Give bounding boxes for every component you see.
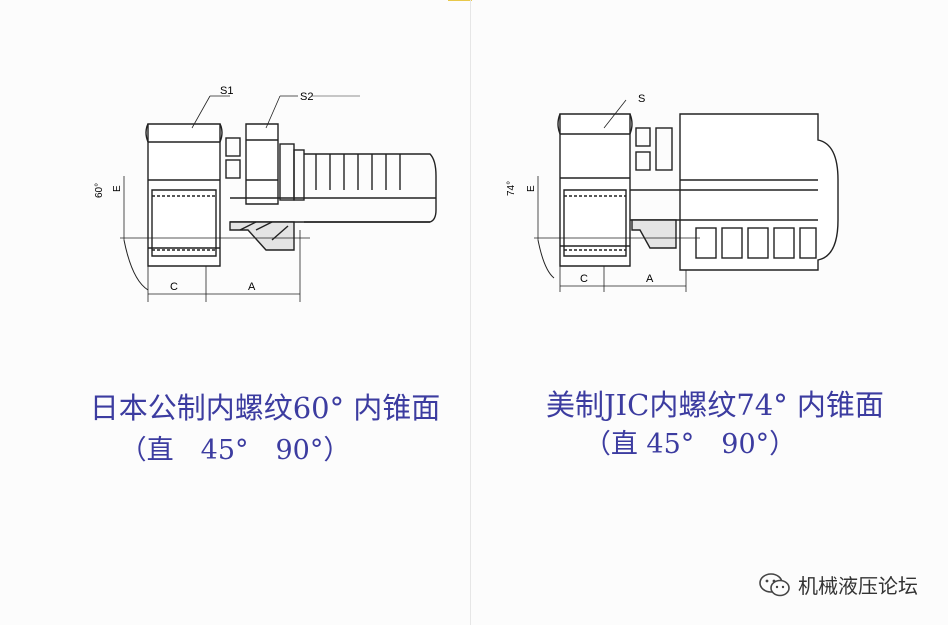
- left-caption-title: 日本公制内螺纹60° 内锥面: [89, 391, 441, 425]
- left-caption-angles: （直 45° 90°）: [119, 435, 351, 466]
- label-c: C: [170, 281, 178, 293]
- label-s1: S1: [220, 85, 233, 97]
- label-e: E: [526, 185, 537, 192]
- right-fitting-drawing: S 74° E C A: [506, 93, 839, 292]
- label-c: C: [580, 273, 588, 285]
- label-a: A: [248, 281, 256, 293]
- label-a: A: [646, 273, 654, 285]
- watermark: 机械液压论坛: [758, 570, 918, 599]
- label-s2: S2: [300, 91, 313, 103]
- label-angle: 74°: [506, 181, 517, 196]
- right-caption-angles: （直 45° 90°）: [583, 429, 797, 460]
- label-s: S: [638, 93, 645, 105]
- panel-divider: [470, 0, 471, 625]
- top-accent-line: [448, 0, 472, 1]
- label-angle: 60°: [94, 183, 105, 198]
- right-caption-title: 美制JIC内螺纹74° 内锥面: [546, 388, 884, 422]
- left-fitting-drawing: S1 S2 60° E C A: [94, 85, 437, 302]
- label-e: E: [112, 185, 123, 192]
- wechat-icon: [759, 572, 790, 596]
- watermark-text: 机械液压论坛: [798, 574, 918, 598]
